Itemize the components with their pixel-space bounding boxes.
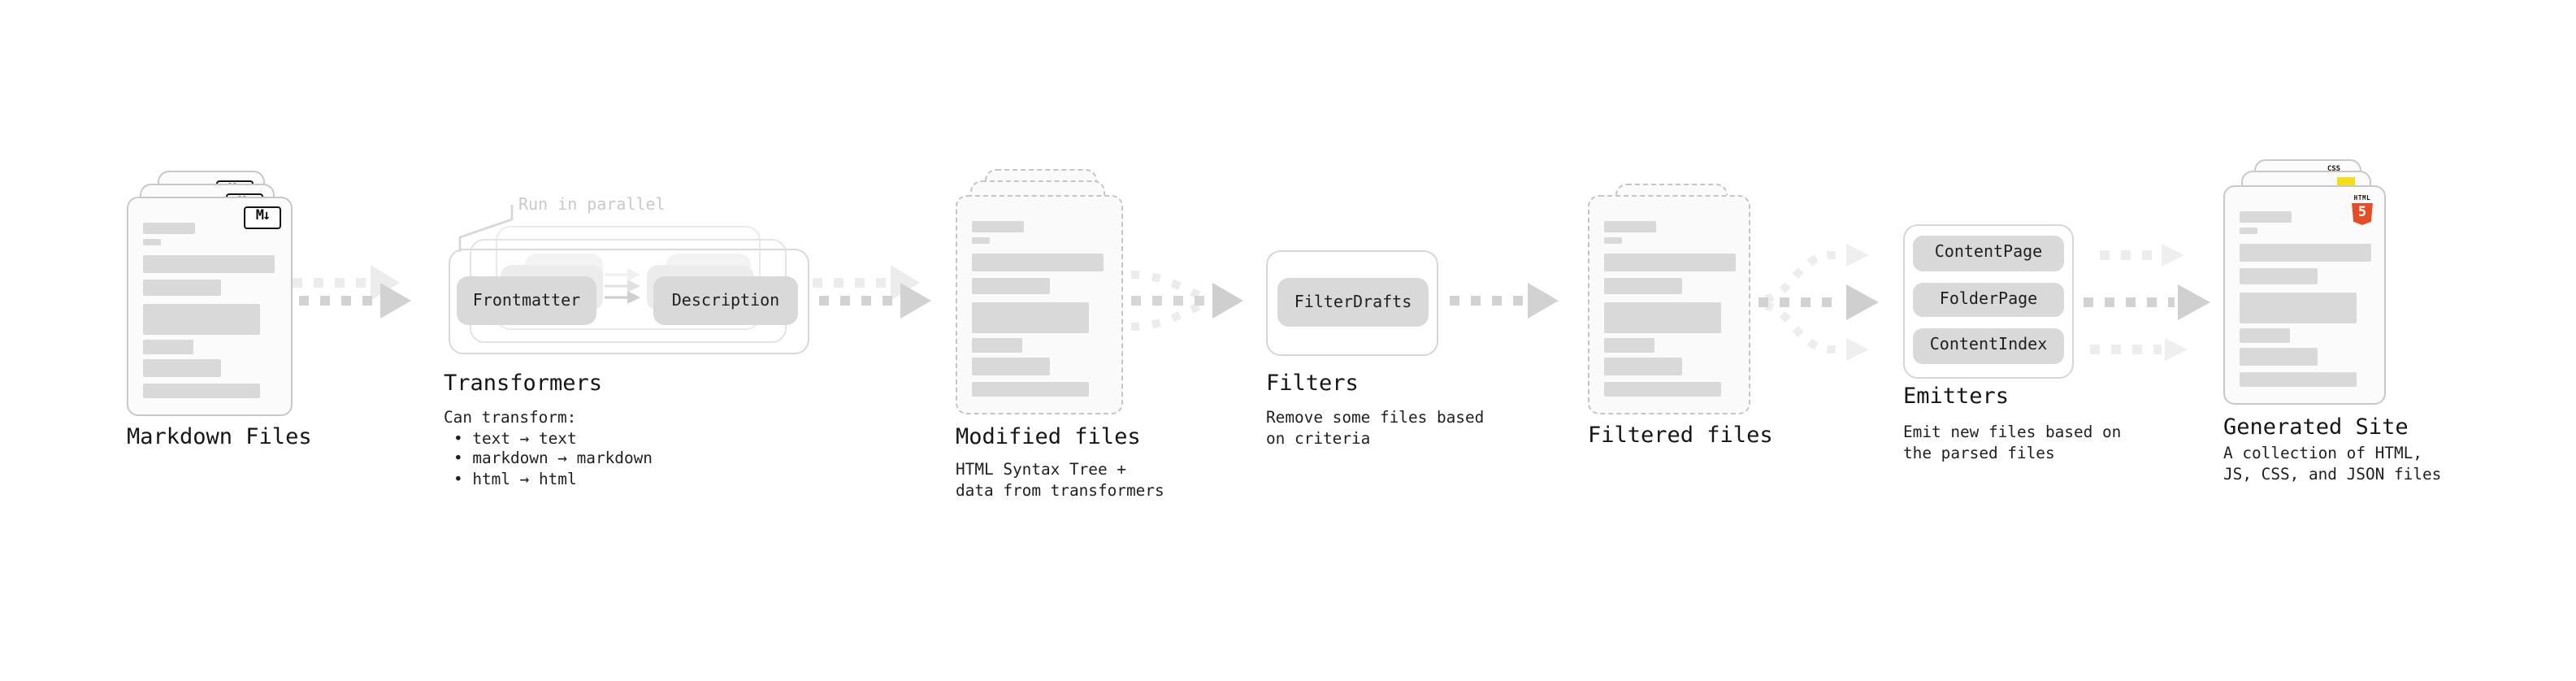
flow-arrow-icon <box>1450 283 1559 319</box>
modified-files-description: HTML Syntax Tree + data from transformer… <box>956 462 1164 502</box>
transformer-box <box>449 249 809 354</box>
description-line: Remove some files based <box>1266 410 1485 427</box>
parallel-flow-arrows-icon <box>2084 244 2210 361</box>
can-transform-line: Can transform: <box>444 410 577 427</box>
transformers-heading: Transformers <box>444 371 603 397</box>
flow-arrow-icon <box>813 265 931 319</box>
description-line: HTML Syntax Tree + <box>956 462 1126 479</box>
filterdrafts-step: FilterDrafts <box>1277 278 1429 327</box>
text-placeholder-bars <box>957 221 1121 397</box>
transform-bullet: • html → html <box>453 471 577 489</box>
markdown-files-label: Markdown Files <box>127 424 312 450</box>
filters-heading: Filters <box>1266 371 1359 397</box>
merge-arrow-icon <box>1130 271 1243 331</box>
text-placeholder-bars <box>1589 221 1749 397</box>
run-in-parallel-annotation: Run in parallel <box>518 197 666 215</box>
text-placeholder-bars <box>128 223 291 398</box>
html5-shield: 5 <box>2352 202 2373 225</box>
generated-site-description: A collection of HTML, JS, CSS, and JSON … <box>2223 445 2441 486</box>
filters-description: Remove some files based on criteria <box>1266 410 1484 450</box>
filtered-document-card <box>1588 195 1750 414</box>
flow-arrow-icon <box>293 265 411 319</box>
transform-bullet: • text → text <box>453 430 577 449</box>
parallel-arrows-icon <box>605 268 640 304</box>
js-file-icon <box>2337 177 2355 187</box>
text-placeholder-bars <box>2225 211 2384 387</box>
folderpage-emitter: FolderPage <box>1913 282 2064 317</box>
transform-bullet: • markdown → markdown <box>453 450 653 469</box>
markdown-file-icon: M↓ <box>244 206 281 229</box>
filtered-files-label: Filtered files <box>1588 423 1773 449</box>
fork-arrow-icon <box>1759 244 1879 361</box>
description-line: on criteria <box>1266 430 1371 449</box>
modified-document-card <box>956 195 1123 414</box>
contentindex-emitter: ContentIndex <box>1913 328 2064 363</box>
description-line: JS, CSS, and JSON files <box>2223 466 2442 484</box>
transformers-description: Can transform: • text → text • markdown … <box>444 410 653 492</box>
markdown-document-card: M↓ <box>127 197 293 416</box>
description-line: Emit new files based on <box>1903 424 2122 442</box>
generated-site-label: Generated Site <box>2223 414 2409 440</box>
frontmatter-step: Frontmatter <box>457 276 596 325</box>
html5-badge-text: HTML <box>2353 193 2371 202</box>
annotation-connector-line <box>458 205 514 252</box>
html5-file-icon: HTML 5 <box>2352 193 2373 225</box>
emitters-description: Emit new files based on the parsed files <box>1903 424 2121 465</box>
emitters-heading: Emitters <box>1903 384 2010 410</box>
description-line: data from transformers <box>956 482 1164 501</box>
css-badge-text: CSS <box>2327 166 2341 174</box>
contentpage-emitter: ContentPage <box>1913 236 2064 271</box>
description-step: Description <box>653 276 798 325</box>
generated-document-card: HTML 5 <box>2223 185 2386 405</box>
description-line: A collection of HTML, <box>2223 445 2422 463</box>
modified-files-label: Modified files <box>956 424 1141 450</box>
description-line: the parsed files <box>1903 445 2055 463</box>
